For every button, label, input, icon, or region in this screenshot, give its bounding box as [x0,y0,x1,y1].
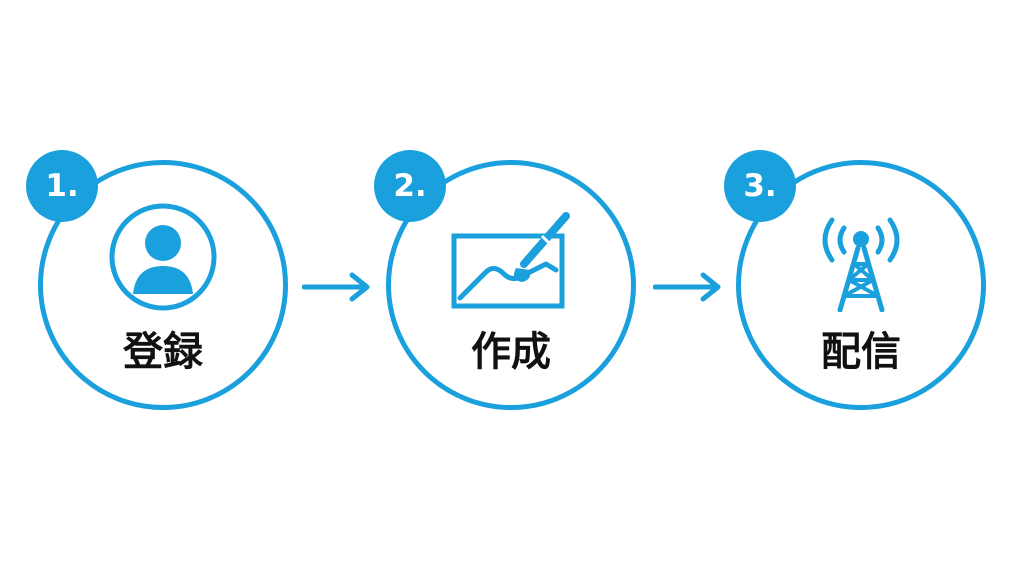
step-register: 1. 登録 [26,150,288,410]
arrow-right-icon [302,272,370,302]
user-icon [109,203,217,311]
step-label: 配信 [821,329,901,375]
step-distribute: 3. 配信 [724,150,986,410]
arrow-right-icon [653,272,721,302]
step-label: 登録 [123,329,203,375]
step-number-badge: 1. [26,150,98,222]
step-number-badge: 3. [724,150,796,222]
image-edit-icon [451,212,570,309]
step-label: 作成 [471,329,551,375]
step-create: 2. 作成 [374,150,636,410]
step-number-badge: 2. [374,150,446,222]
broadcast-tower-icon [822,217,900,312]
